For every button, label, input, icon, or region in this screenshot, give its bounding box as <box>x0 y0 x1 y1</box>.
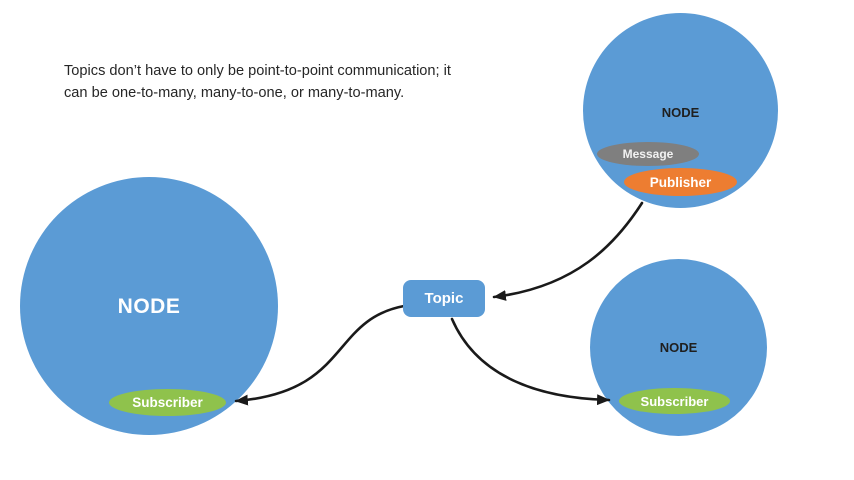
caption-line-2: can be one-to-many, many-to-one, or many… <box>64 85 405 102</box>
subscriber-pill-left: Subscriber <box>109 389 226 416</box>
caption-line-1: Topics don’t have to only be point-to-po… <box>64 63 451 79</box>
arrow-topic-to-bottom-subscriber <box>450 317 611 406</box>
caption-text: Topics don’t have to only be point-to-po… <box>64 60 504 104</box>
topic-box: Topic <box>403 280 485 317</box>
publisher-pill: Publisher <box>624 168 737 196</box>
subscriber-pill-bottom-right: Subscriber <box>619 388 730 414</box>
node-label-bottom-right: NODE <box>659 340 698 355</box>
node-label-top-right: NODE <box>661 105 700 120</box>
message-pill: Message <box>597 142 699 166</box>
node-label-left: NODE <box>117 295 181 318</box>
